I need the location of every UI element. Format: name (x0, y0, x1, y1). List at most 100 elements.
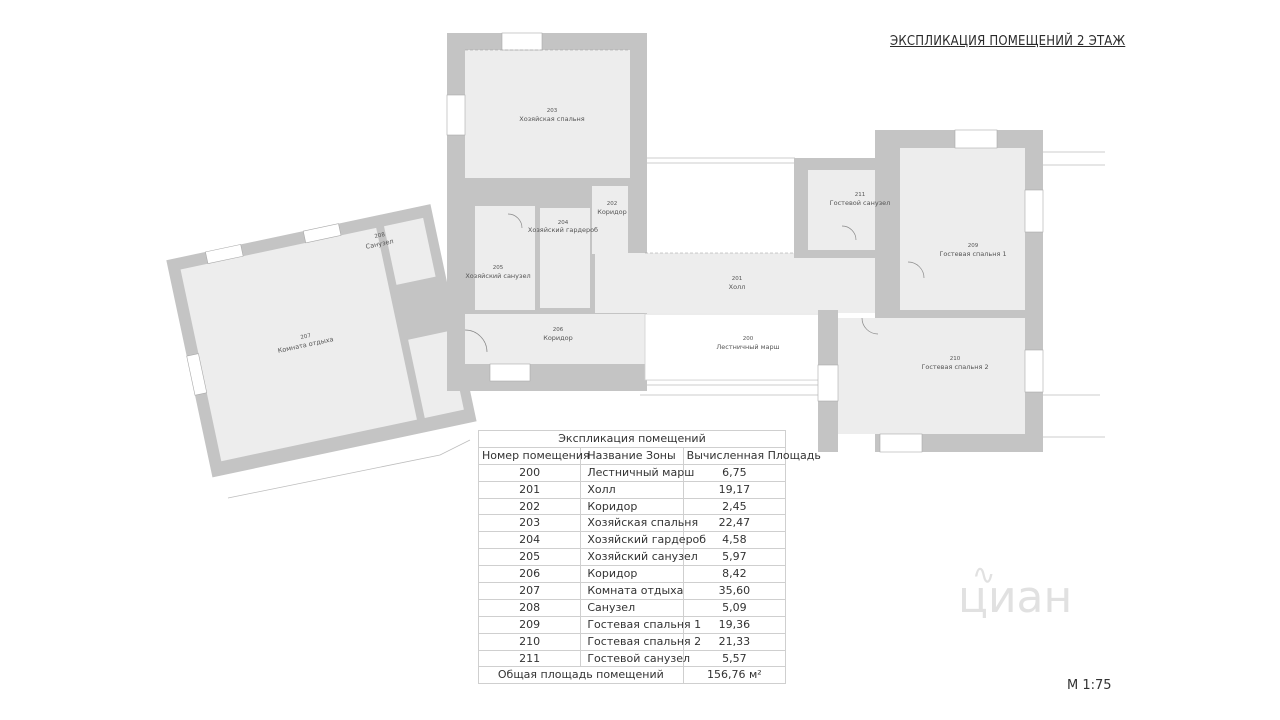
cell-area: 21,33 (682, 632, 787, 651)
label-204-num: 204 (558, 220, 569, 226)
table-row: 206 Коридор 8,42 (477, 565, 787, 584)
room-203 (465, 50, 630, 178)
label-207-num: 207 (300, 333, 312, 341)
room-208 (384, 217, 436, 285)
cell-name: Коридор (580, 565, 684, 584)
label-209-name: Гостевая спальня 1 (939, 250, 1006, 258)
cell-name: Лестничный марш (580, 463, 694, 482)
label-210-name: Гостевая спальня 2 (921, 363, 988, 371)
table-header-row: Номер помещения Название Зоны Вычисленна… (477, 446, 821, 465)
label-205-name: Хозяйский санузел (465, 272, 530, 280)
label-200-name: Лестничный марш (716, 343, 779, 351)
label-205-num: 205 (493, 265, 504, 271)
cell-number: 208 (477, 598, 582, 617)
label-201-name: Холл (729, 283, 746, 291)
cell-area: 8,42 (682, 565, 787, 584)
window-master-left (446, 94, 466, 136)
watermark: ∿ циан (958, 558, 1073, 623)
table-total-row: Общая площадь помещений 156,76 м² (478, 666, 787, 685)
room-204 (540, 208, 590, 308)
watermark-text: циан (958, 572, 1073, 623)
label-211-num: 211 (855, 192, 866, 198)
table-row: 210 Гостевая спальня 2 21,33 (477, 632, 787, 651)
total-label: Общая площадь помещений (478, 666, 684, 685)
scale-label: М 1:75 (1067, 678, 1112, 693)
wing-left (166, 204, 477, 478)
room-201 (595, 253, 895, 313)
label-202-name: Коридор (597, 208, 627, 216)
label-210-num: 210 (950, 356, 961, 362)
cell-name: Холл (580, 480, 684, 499)
window-guest-right-2 (1024, 349, 1044, 393)
cell-number: 200 (477, 463, 582, 482)
cell-name: Гостевой санузел (580, 649, 690, 668)
window-guest-right-1 (1024, 189, 1044, 233)
room-205 (475, 206, 535, 310)
table-row: 208 Санузел 5,09 (477, 598, 787, 617)
cell-area: 5,57 (682, 649, 787, 668)
label-203-num: 203 (547, 108, 558, 114)
window-left-top-1 (205, 244, 244, 265)
cell-number: 210 (477, 632, 582, 651)
cell-area: 5,97 (682, 548, 787, 567)
label-208-num: 208 (374, 232, 386, 240)
room-206 (465, 314, 645, 364)
cell-number: 207 (477, 582, 582, 600)
table-row: 204 Хозяйский гардероб 4,58 (477, 531, 787, 550)
window-left-top-2 (302, 223, 342, 244)
label-211-name: Гостевой санузел (830, 199, 891, 207)
room-200 (644, 313, 826, 381)
table-row: 200 Лестничный марш 6,75 (477, 463, 787, 482)
header-number: Номер помещения (477, 446, 590, 465)
hall-block (595, 252, 895, 381)
cell-number: 206 (477, 565, 582, 584)
cell-area: 19,36 (682, 615, 787, 634)
cell-area: 19,17 (682, 480, 787, 499)
table-row: 209 Гостевая спальня 1 19,36 (477, 615, 787, 634)
room-210 (835, 318, 1025, 434)
cell-number: 202 (477, 497, 582, 516)
wing-master (446, 32, 647, 391)
label-200-num: 200 (743, 336, 754, 342)
cian-logo-icon: ∿ (972, 558, 996, 591)
window-guest-left (817, 364, 839, 402)
wing-guests (817, 129, 1044, 453)
cell-name: Комната отдыха (580, 582, 684, 600)
room-202 (592, 186, 628, 254)
label-206-num: 206 (553, 327, 564, 333)
label-202-num: 202 (607, 201, 618, 207)
cell-name: Санузел (580, 598, 684, 617)
room-207 (180, 227, 417, 462)
label-206-name: Коридор (543, 334, 573, 342)
doors (464, 213, 925, 353)
room-209 (900, 148, 1025, 310)
cell-name: Гостевая спальня 2 (580, 632, 701, 651)
label-209-num: 209 (968, 243, 979, 249)
cell-area: 22,47 (682, 514, 787, 533)
total-area: 156,76 м² (682, 666, 787, 685)
table-row: 203 Хозяйская спальня 22,47 (477, 514, 787, 533)
cell-name: Хозяйская спальня (580, 514, 698, 533)
cell-number: 203 (477, 514, 582, 533)
cell-number: 204 (477, 531, 582, 550)
cell-number: 201 (477, 480, 582, 499)
window-guest-top (954, 129, 998, 149)
label-201-num: 201 (732, 276, 743, 282)
table-row: 202 Коридор 2,45 (477, 497, 787, 516)
header-area: Вычисленная Площадь (682, 446, 821, 465)
cell-name: Хозяйский санузел (580, 548, 698, 567)
cell-number: 211 (477, 649, 582, 668)
page-title: ЭКСПЛИКАЦИЯ ПОМЕЩЕНИЙ 2 ЭТАЖ (890, 34, 1126, 49)
cell-area: 2,45 (682, 497, 787, 516)
table-caption-row: Экспликация помещений (478, 430, 786, 448)
window-left-side (186, 353, 208, 396)
window-master-bottom (489, 363, 531, 382)
cell-name: Коридор (580, 497, 684, 516)
cell-number: 209 (477, 615, 582, 634)
table-row: 211 Гостевой санузел 5,57 (477, 649, 787, 668)
cell-name: Гостевая спальня 1 (580, 615, 701, 634)
cell-area: 4,58 (682, 531, 787, 550)
cell-name: Хозяйский гардероб (580, 531, 706, 550)
cell-area: 35,60 (682, 582, 787, 600)
